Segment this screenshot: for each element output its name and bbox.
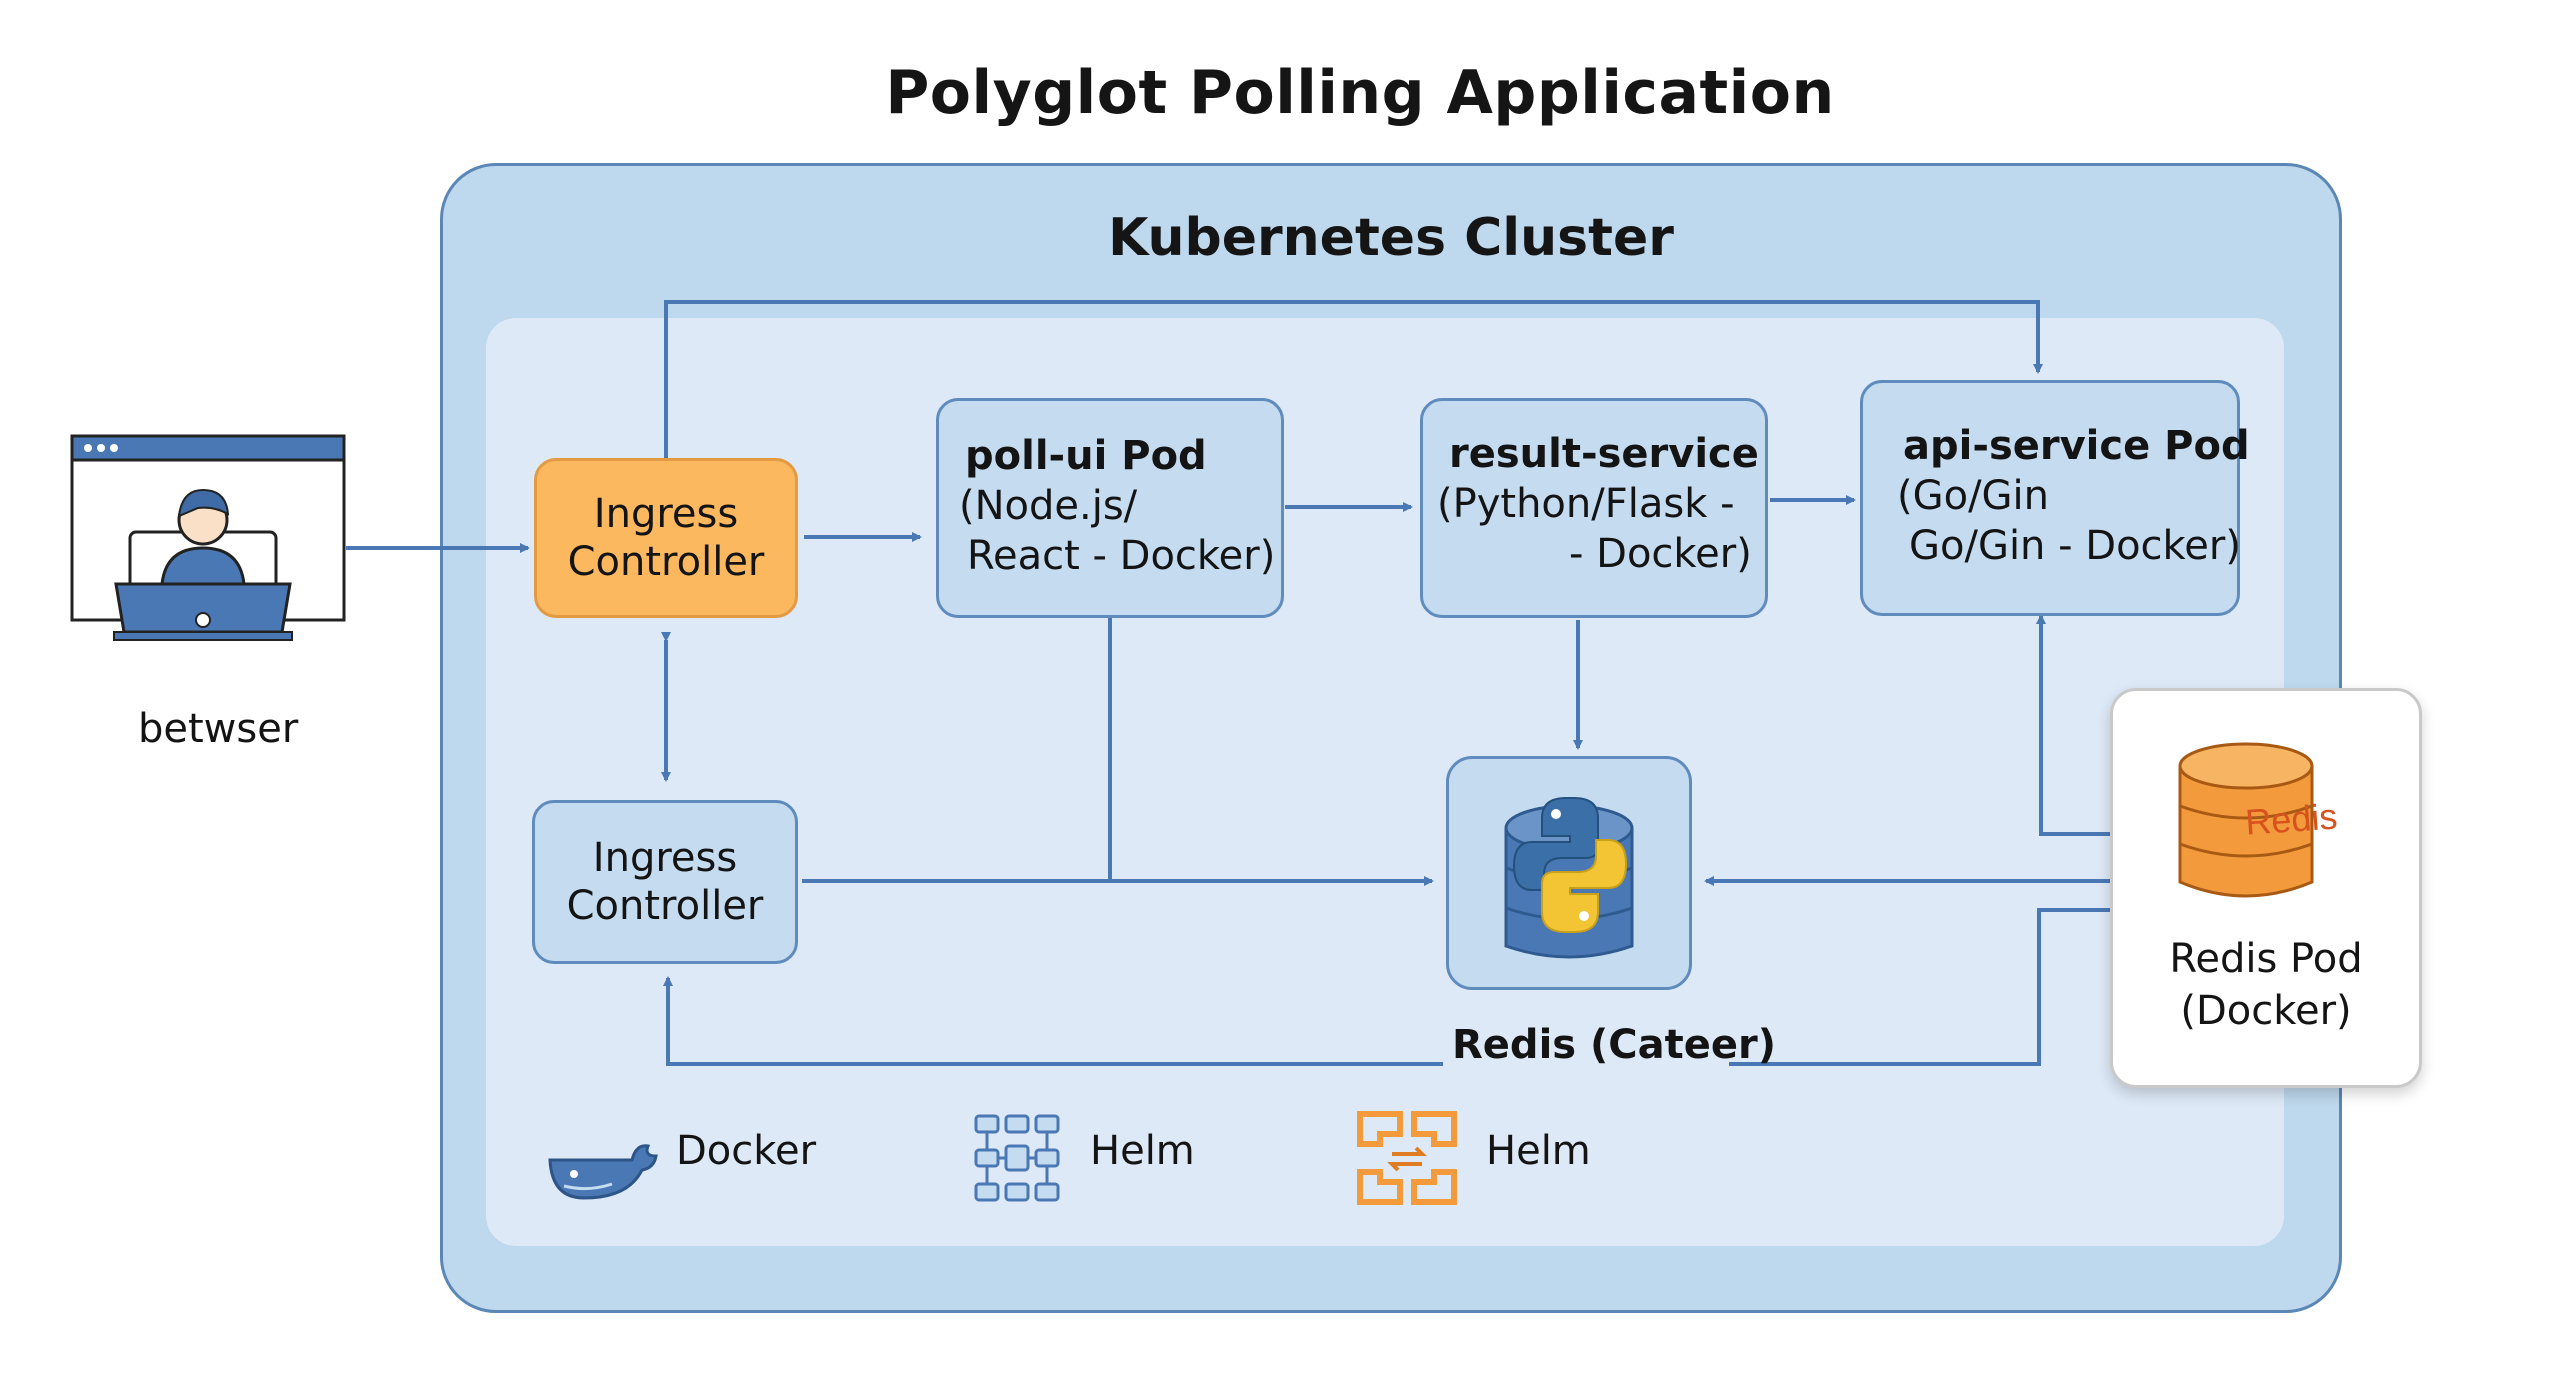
result-service-line3: - Docker) xyxy=(1569,531,1752,577)
ingress-bottom-line2: Controller xyxy=(566,883,764,929)
poll-ui-line3: React - Docker) xyxy=(967,533,1276,579)
diagram-title: Polyglot Polling Application xyxy=(885,58,1835,128)
poll-ui-title: poll-ui Pod xyxy=(965,433,1207,479)
arrow-redispod-loop-to-ingress xyxy=(668,908,2110,1066)
cluster-title: Kubernetes Cluster xyxy=(1108,208,1674,268)
api-service-title: api-service Pod xyxy=(1903,423,2250,469)
docker-whale-icon xyxy=(548,1144,658,1200)
browser-label: betwser xyxy=(138,706,299,752)
redis-center-label: Redis (Cateer) xyxy=(1452,1022,1777,1068)
result-service-line2: (Python/Flask - xyxy=(1437,481,1735,527)
browser-window-icon xyxy=(70,434,346,641)
arrow-ingress-loop-to-api xyxy=(664,300,2043,458)
poll-ui-pod[interactable]: poll-ui Pod (Node.js/ React - Docker) xyxy=(936,398,1284,618)
ingress-controller-top[interactable]: Ingress Controller xyxy=(534,458,798,618)
result-service-title: result-service xyxy=(1449,431,1759,477)
poll-ui-line2: (Node.js/ xyxy=(959,483,1138,529)
ingress-bottom-line1: Ingress xyxy=(592,835,738,881)
api-service-pod[interactable]: api-service Pod (Go/Gin Go/Gin - Docker) xyxy=(1860,380,2250,616)
legend-docker-label: Docker xyxy=(676,1128,817,1174)
redis-pod-line1: Redis Pod xyxy=(2169,936,2363,982)
legend-helm-label-1: Helm xyxy=(1090,1128,1195,1174)
ingress-top-line2: Controller xyxy=(567,539,765,585)
api-service-line2: (Go/Gin xyxy=(1897,473,2050,519)
api-service-line3: Go/Gin - Docker) xyxy=(1909,523,2241,569)
helm-orange-icon xyxy=(1357,1111,1457,1205)
helm-grid-icon xyxy=(974,1114,1060,1202)
ingress-top-line1: Ingress xyxy=(593,491,739,537)
python-database-icon xyxy=(1504,797,1634,959)
ingress-controller-bottom[interactable]: Ingress Controller xyxy=(532,800,798,964)
redis-pod-line2: (Docker) xyxy=(2180,988,2352,1034)
redis-icon-text: Redis xyxy=(2244,795,2339,842)
redis-database-icon: Redis xyxy=(2178,742,2339,898)
arrow-redispod-to-api xyxy=(2036,614,2110,836)
redis-center-node[interactable] xyxy=(1446,756,1692,990)
result-service-pod[interactable]: result-service (Python/Flask - - Docker) xyxy=(1420,398,1768,618)
legend-helm-label-2: Helm xyxy=(1486,1128,1591,1174)
